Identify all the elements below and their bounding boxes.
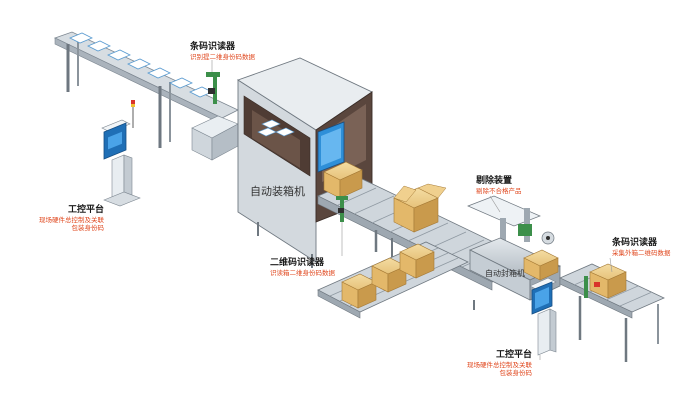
qr-reader-desc: 识读箱二维身份码数据 [270,269,335,278]
control-terminal-left [101,119,141,207]
control-bottom-label: 工控平台 现场硬件总控制及关联 包装身份码 [440,350,532,378]
control-left-label: 工控平台 现场硬件总控制及关联 包装身份码 [22,205,104,233]
qr-reader-device [336,196,348,222]
control-bottom-title: 工控平台 [495,350,532,360]
barcode-reader-top-desc: 识别提二维身份码数据 [190,53,255,62]
qr-reader-title: 二维码识读器 [270,258,325,268]
infeed-conveyor [53,31,239,161]
packing-machine-title: 自动装箱机 [250,184,305,198]
reject-device [467,195,555,248]
cardboard-boxes [323,161,447,309]
control-left-title: 工控平台 [67,205,104,215]
reject-device-title: 剔除装置 [476,176,513,186]
barcode-reader-top-label: 条码识读器 识别提二维身份码数据 [190,42,255,61]
control-left-desc-2: 包装身份码 [71,224,105,233]
control-left-desc-1: 现场硬件总控制及关联 [39,216,104,225]
control-terminal-bottom [529,277,557,356]
barcode-reader-right-desc: 采集外箱二维码数据 [612,249,671,258]
reject-device-desc: 剔除不合格产品 [476,187,522,196]
reject-device-label: 剔除装置 剔除不合格产品 [476,176,522,195]
control-bottom-desc-2: 包装身份码 [499,369,533,378]
control-bottom-desc-1: 现场硬件总控制及关联 [467,361,532,370]
leader-lines [211,60,613,360]
barcode-reader-right-label: 条码识读器 采集外箱二维码数据 [612,238,671,257]
barcode-reader-right-title: 条码识读器 [612,238,658,248]
packing-machine [236,57,373,268]
barcode-reader-top-title: 条码识读器 [190,42,236,52]
qr-reader-label: 二维码识读器 识读箱二维身份码数据 [270,258,335,277]
sealing-machine-title: 自动封箱机 [485,268,525,278]
output-conveyor [559,263,665,362]
